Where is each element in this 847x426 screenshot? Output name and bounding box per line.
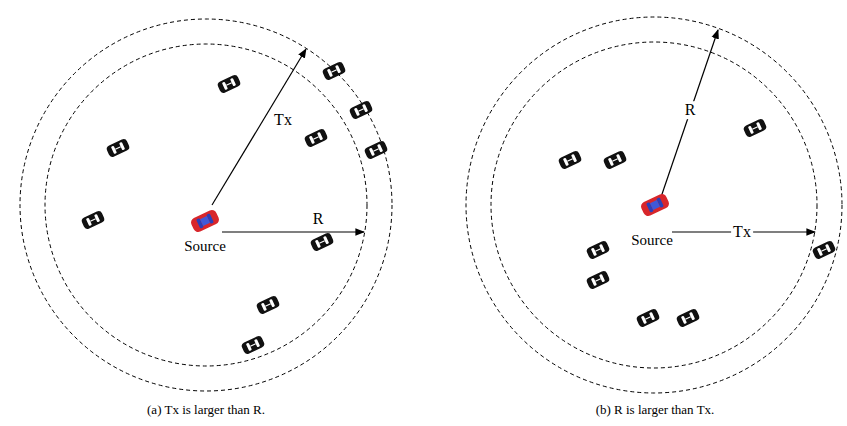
vehicles [557, 118, 836, 328]
source-vehicle [639, 192, 670, 217]
tx-range-circle [20, 19, 392, 391]
subfigure-caption: (a) Tx is larger than R. [147, 403, 265, 417]
vehicles [80, 61, 388, 355]
r-arrow [222, 231, 364, 232]
vehicle-label: Source [631, 232, 673, 249]
vehicle-label: Source [184, 238, 226, 255]
r-range-circle [45, 44, 367, 366]
tx-arrow [212, 49, 306, 205]
range-label: R [683, 101, 698, 119]
subfigure-caption: (b) R is larger than Tx. [596, 403, 715, 417]
range-label: Tx [272, 111, 294, 129]
range-label: Tx [731, 223, 753, 241]
r-range-circle [466, 17, 842, 393]
r-arrow [660, 30, 718, 200]
source-vehicle [189, 208, 220, 233]
tx-range-circle [491, 42, 817, 368]
range-label: R [313, 210, 324, 228]
